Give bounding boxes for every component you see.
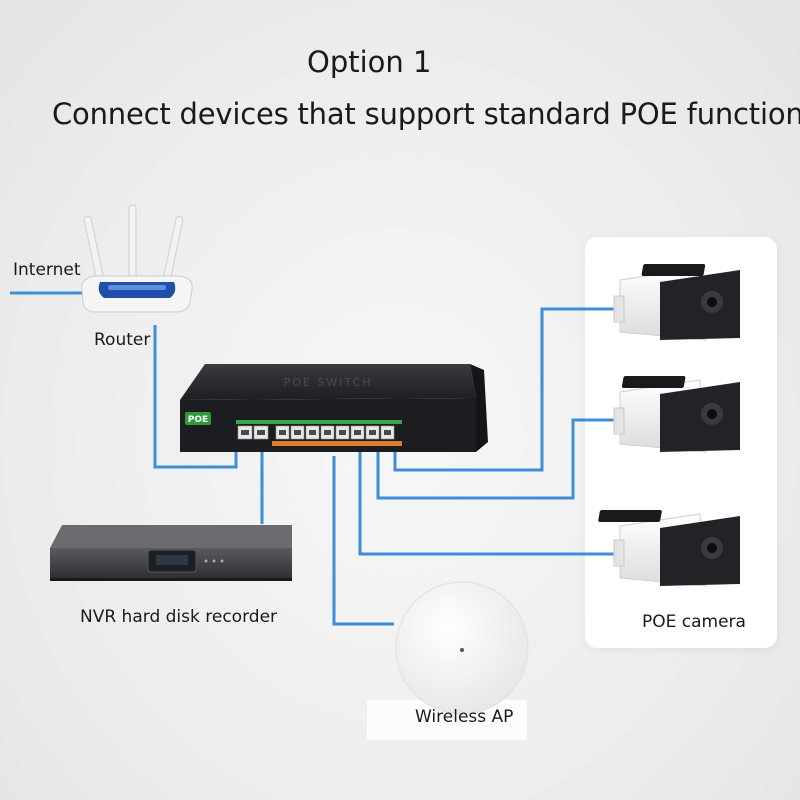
poe-camera-label: POE camera	[642, 612, 746, 632]
switch-camera1-cable	[393, 307, 615, 472]
poe-camera-2	[613, 376, 740, 453]
poe-badge-text: POE	[188, 415, 208, 425]
router-label: Router	[94, 330, 151, 350]
poe-switch: POE SWITCH POE	[180, 364, 488, 452]
router-switch-cable	[153, 325, 238, 469]
internet-label: Internet	[13, 260, 81, 280]
switch-camera3-cable	[358, 452, 615, 556]
poe-badge	[185, 412, 211, 425]
wireless-ap-label: Wireless AP	[415, 707, 514, 727]
nvr-device	[50, 525, 292, 581]
router-device	[81, 204, 193, 313]
cables	[10, 291, 615, 626]
diagram-subtitle: Connect devices that support standard PO…	[52, 97, 800, 131]
wireless-ap-device	[395, 581, 529, 715]
switch-ap-cable	[332, 456, 394, 626]
poe-camera-1	[613, 264, 740, 341]
switch-top-text: POE SWITCH	[284, 376, 373, 389]
option-title: Option 1	[307, 45, 432, 79]
poe-camera-3	[598, 510, 740, 587]
switch-camera2-cable	[376, 418, 615, 500]
nvr-label: NVR hard disk recorder	[80, 607, 278, 627]
